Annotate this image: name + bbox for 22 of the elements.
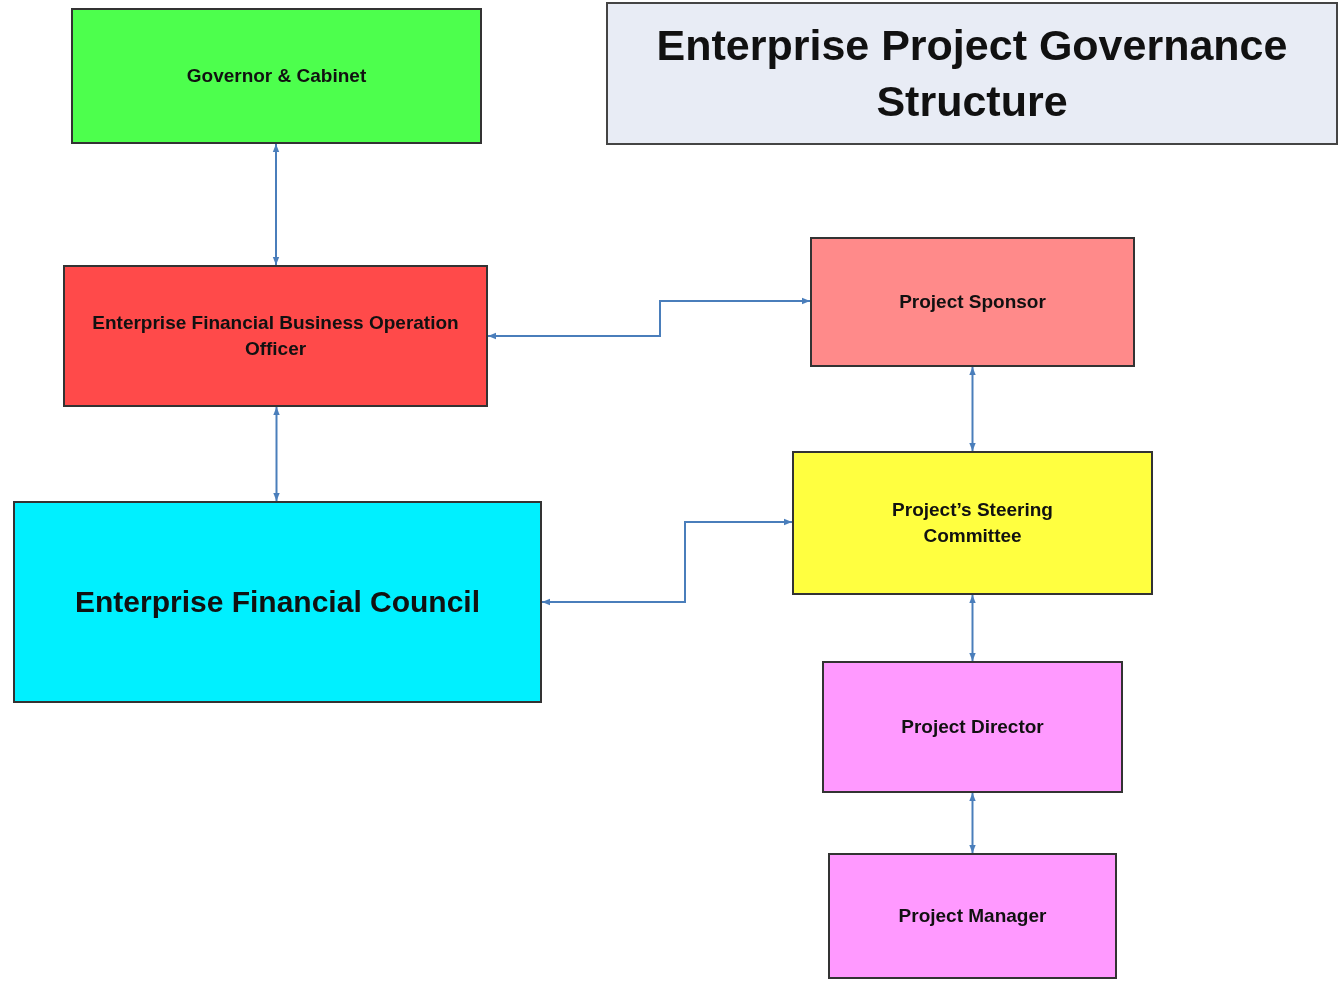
connector-arrow [969,366,976,452]
box-label: Governor & Cabinet [186,64,367,89]
org-box [13,501,542,703]
org-box [792,451,1153,595]
box-label: Project Sponsor [899,290,1046,315]
connector-arrow [273,406,280,502]
org-box [63,265,488,407]
connector-arrow [487,297,811,340]
org-box [810,237,1135,367]
box-label: Enterprise Financial Business Operation Officer [91,311,460,361]
box-label: Enterprise Financial Council [74,583,481,620]
connector-arrow [969,594,976,662]
connector-arrow [272,143,280,266]
box-label: Project’s Steering Committee [891,498,1054,548]
org-box [822,661,1123,793]
box-label: Project Director [901,715,1044,740]
connector-arrow [969,792,976,854]
diagram-title: Enterprise Project Governance Structure [655,19,1289,127]
box-label: Project Manager [898,904,1047,929]
org-box [828,853,1117,979]
org-box [71,8,482,144]
connector-arrow [541,518,793,606]
